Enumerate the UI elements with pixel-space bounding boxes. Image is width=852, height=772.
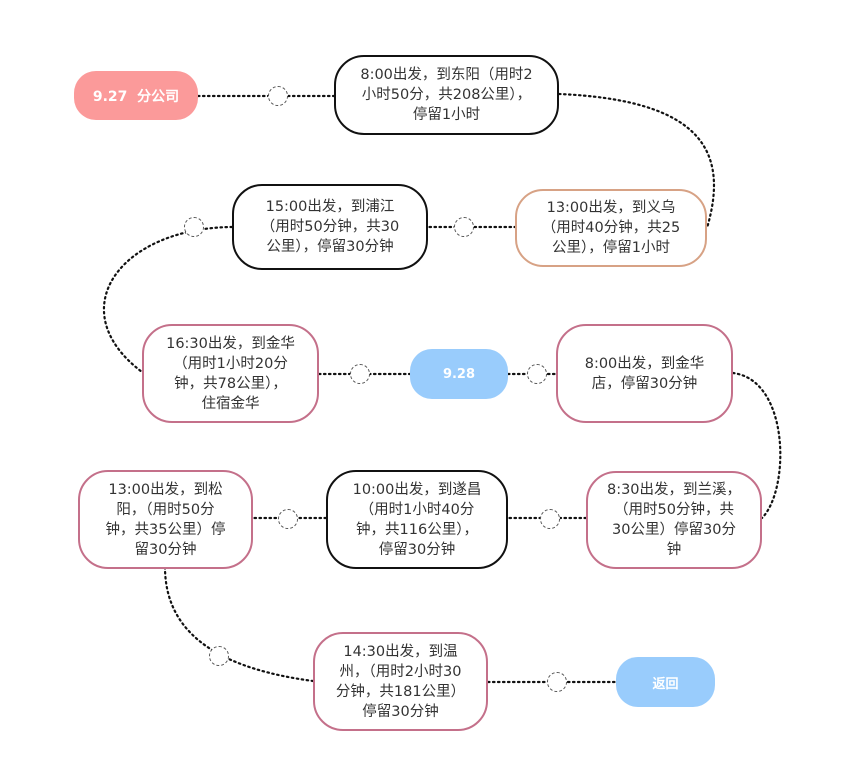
stop-text: 15:00出发，到浦江 （用时50分钟，共30 公里），停留30分钟 <box>260 199 400 255</box>
stop-text: 14:30出发，到温 州，（用时2小时30 分钟，共181公里） 停留30分钟 <box>335 643 466 720</box>
stop-text: 10:00出发，到遂昌 （用时1小时40分 钟，共116公里）， 停留30分钟 <box>352 481 482 558</box>
stop-text: 8:00出发，到金华 店，停留30分钟 <box>584 355 705 392</box>
link-dongyang-yiwu <box>557 92 716 230</box>
return-node[interactable]: 返回 <box>616 657 715 707</box>
stop-text: 13:00出发，到义乌 （用时40分钟，共25 公里），停留1小时 <box>541 200 681 256</box>
connector-node <box>454 217 474 237</box>
stop-yiwu[interactable]: 13:00出发，到义乌 （用时40分钟，共25 公里），停留1小时 <box>515 189 707 267</box>
connector-node <box>527 364 547 384</box>
stop-suichang[interactable]: 10:00出发，到遂昌 （用时1小时40分 钟，共116公里）， 停留30分钟 <box>326 470 508 569</box>
connector-node <box>350 364 370 384</box>
start-label: 9.27 分公司 <box>92 88 180 105</box>
return-label: 返回 <box>652 676 679 692</box>
stop-text: 8:00出发，到东阳（用时2 小时50分，共208公里）， 停留1小时 <box>360 67 533 123</box>
connector-node <box>209 646 229 666</box>
stop-songyang[interactable]: 13:00出发，到松 阳，（用时50分 钟，共35公里）停 留30分钟 <box>78 470 253 569</box>
connector-node <box>268 86 288 106</box>
stop-jinhua[interactable]: 16:30出发，到金华 （用时1小时20分 钟，共78公里）， 住宿金华 <box>142 324 319 423</box>
stop-text: 16:30出发，到金华 （用时1小时20分 钟，共78公里）， 住宿金华 <box>166 335 295 412</box>
connector-node <box>278 509 298 529</box>
connector-node <box>540 509 560 529</box>
link-songyang-wenzhou <box>163 565 315 683</box>
connector-node <box>547 672 567 692</box>
start-node-branch-office[interactable]: 9.27 分公司 <box>74 71 198 120</box>
stop-text: 8:30出发，到兰溪， （用时50分钟，共 30公里）停留30分 钟 <box>606 482 742 558</box>
link-store-lanxi <box>731 371 782 520</box>
stop-wenzhou[interactable]: 14:30出发，到温 州，（用时2小时30 分钟，共181公里） 停留30分钟 <box>313 632 488 731</box>
stop-jinhua-store[interactable]: 8:00出发，到金华 店，停留30分钟 <box>556 324 733 423</box>
connector-node <box>184 217 204 237</box>
day2-label: 9.28 <box>442 366 476 382</box>
stop-pujiang[interactable]: 15:00出发，到浦江 （用时50分钟，共30 公里），停留30分钟 <box>232 184 428 270</box>
stop-dongyang[interactable]: 8:00出发，到东阳（用时2 小时50分，共208公里）， 停留1小时 <box>334 55 559 135</box>
stop-text: 13:00出发，到松 阳，（用时50分 钟，共35公里）停 留30分钟 <box>105 481 226 558</box>
day2-node[interactable]: 9.28 <box>410 349 508 399</box>
stop-lanxi[interactable]: 8:30出发，到兰溪， （用时50分钟，共 30公里）停留30分 钟 <box>586 471 762 569</box>
